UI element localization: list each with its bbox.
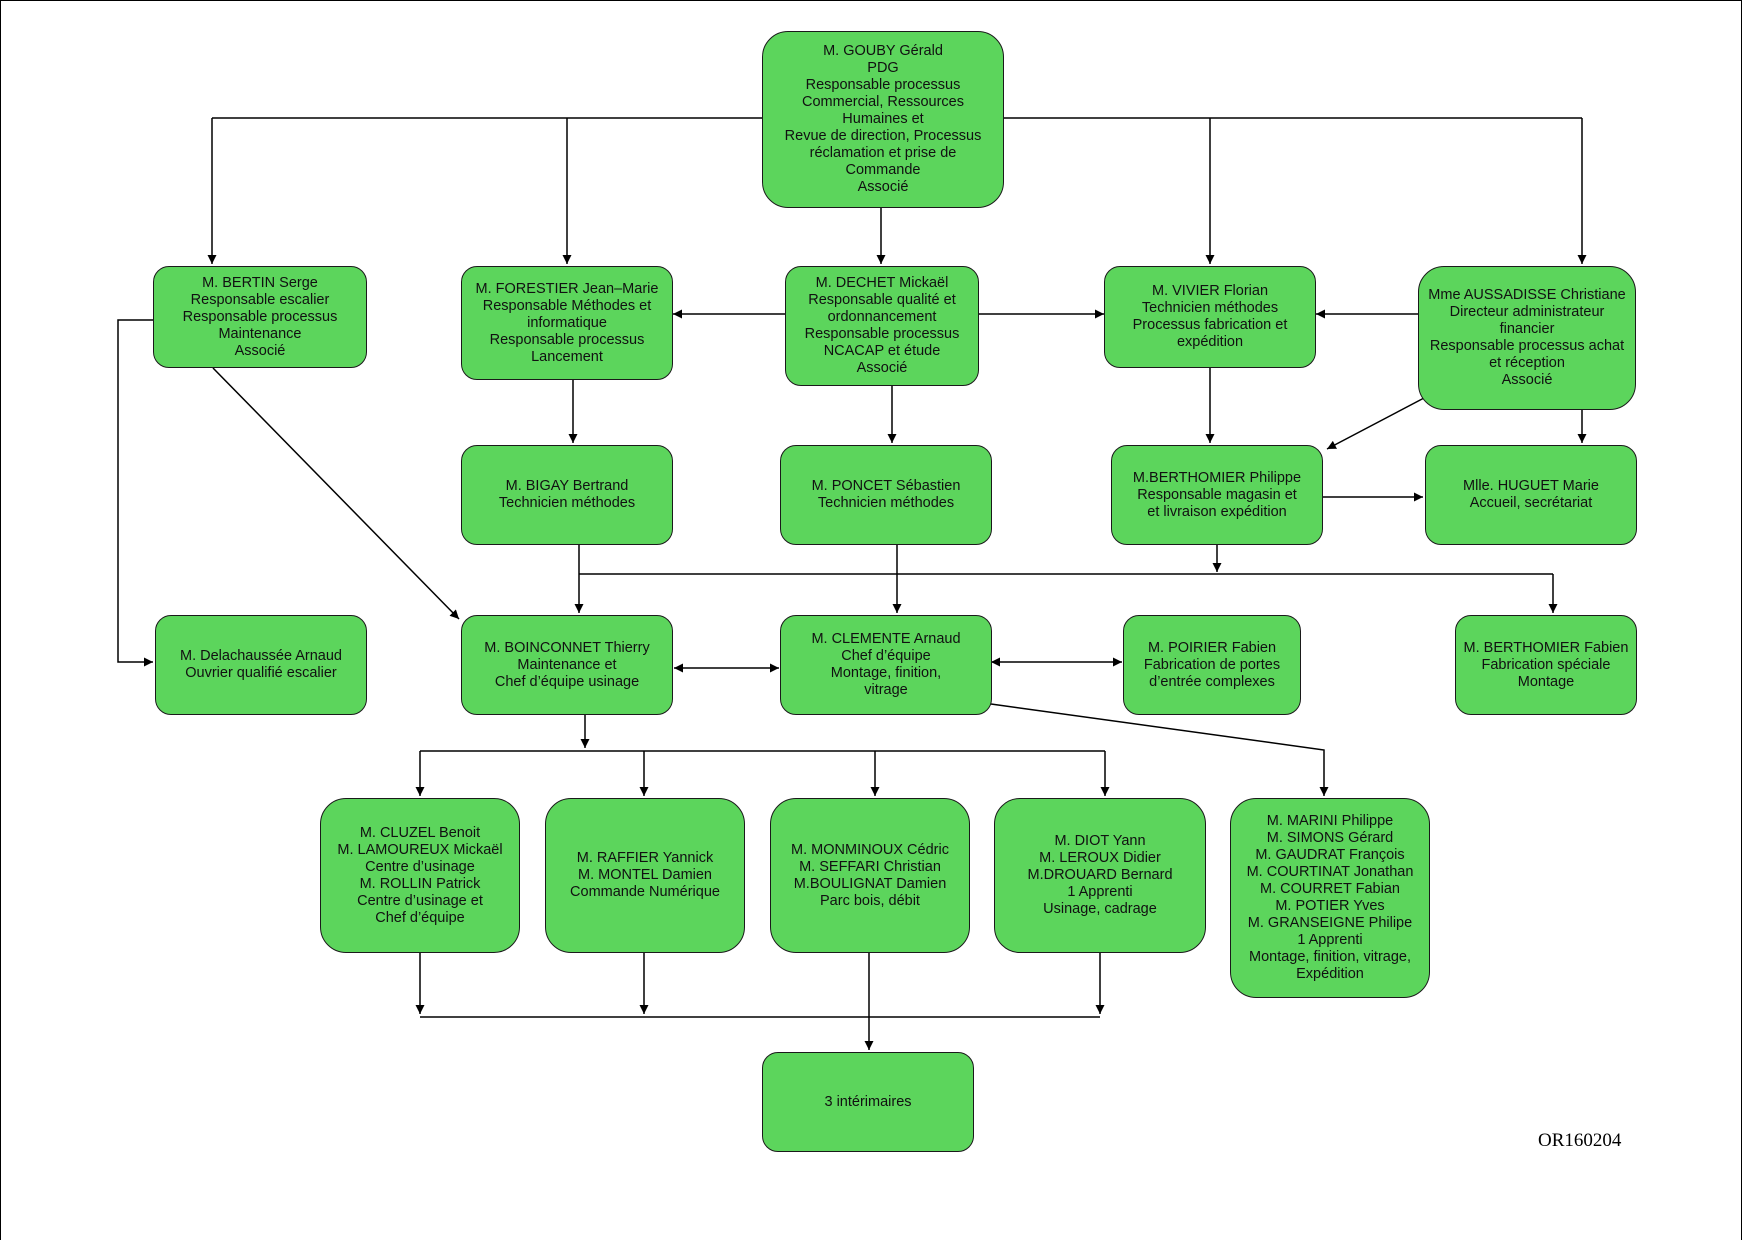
node-bertin: M. BERTIN Serge Responsable escalier Res… [153,266,367,368]
node-delachaussee: M. Delachaussée Arnaud Ouvrier qualifié … [155,615,367,715]
node-marini: M. MARINI Philippe M. SIMONS Gérard M. G… [1230,798,1430,998]
node-gouby: M. GOUBY Gérald PDG Responsable processu… [762,31,1004,208]
node-interimaires: 3 intérimaires [762,1052,974,1152]
node-dechet: M. DECHET Mickaël Responsable qualité et… [785,266,979,386]
node-raffier: M. RAFFIER Yannick M. MONTEL Damien Comm… [545,798,745,953]
node-berthomier-fabien-label: M. BERTHOMIER Fabien Fabrication spécial… [1463,639,1629,690]
node-poncet: M. PONCET Sébastien Technicien méthodes [780,445,992,545]
node-monminoux: M. MONMINOUX Cédric M. SEFFARI Christian… [770,798,970,953]
node-delachaussee-label: M. Delachaussée Arnaud Ouvrier qualifié … [179,648,342,681]
node-monminoux-label: M. MONMINOUX Cédric M. SEFFARI Christian… [791,841,949,909]
connector-aussadisse-berthomier-p [1326,397,1425,450]
node-aussadisse: Mme AUSSADISSE Christiane Directeur admi… [1418,266,1636,410]
node-clemente-label: M. CLEMENTE Arnaud Chef d’équipe Montage… [811,631,961,698]
node-huguet-label: Mlle. HUGUET Marie Accueil, secrétariat [1463,478,1599,511]
node-interimaires-label: 3 intérimaires [824,1093,912,1110]
node-vivier: M. VIVIER Florian Technicien méthodes Pr… [1104,266,1316,368]
node-diot-label: M. DIOT Yann M. LEROUX Didier M.DROUARD … [1027,833,1173,917]
node-aussadisse-label: Mme AUSSADISSE Christiane Directeur admi… [1428,287,1626,388]
document-reference: OR160204 [1538,1130,1622,1151]
node-berthomier-philippe: M.BERTHOMIER Philippe Responsable magasi… [1111,445,1323,545]
node-poirier-label: M. POIRIER Fabien Fabrication de portes … [1143,639,1281,690]
node-berthomier-fabien: M. BERTHOMIER Fabien Fabrication spécial… [1455,615,1637,715]
node-bigay: M. BIGAY Bertrand Technicien méthodes [461,445,673,545]
node-vivier-label: M. VIVIER Florian Technicien méthodes Pr… [1132,283,1288,350]
node-raffier-label: M. RAFFIER Yannick M. MONTEL Damien Comm… [570,850,720,900]
connector-bertin-delachaussee [117,319,153,667]
node-cluzel: M. CLUZEL Benoit M. LAMOUREUX Mickaël Ce… [320,798,520,953]
node-boinconnet-label: M. BOINCONNET Thierry Maintenance et Che… [484,639,650,690]
node-boinconnet: M. BOINCONNET Thierry Maintenance et Che… [461,615,673,715]
node-clemente: M. CLEMENTE Arnaud Chef d’équipe Montage… [780,615,992,715]
node-cluzel-label: M. CLUZEL Benoit M. LAMOUREUX Mickaël Ce… [337,824,503,926]
connector-clemente-marini [990,703,1329,796]
node-berthomier-philippe-label: M.BERTHOMIER Philippe Responsable magasi… [1132,469,1302,520]
node-gouby-label: M. GOUBY Gérald PDG Responsable processu… [784,43,982,195]
connector-bertin-boinconnet [212,367,460,620]
node-bertin-label: M. BERTIN Serge Responsable escalier Res… [182,274,338,359]
node-marini-label: M. MARINI Philippe M. SIMONS Gérard M. G… [1246,813,1414,982]
node-forestier: M. FORESTIER Jean–Marie Responsable Méth… [461,266,673,380]
node-huguet: Mlle. HUGUET Marie Accueil, secrétariat [1425,445,1637,545]
node-dechet-label: M. DECHET Mickaël Responsable qualité et… [804,275,960,376]
node-bigay-label: M. BIGAY Bertrand Technicien méthodes [498,478,636,511]
node-forestier-label: M. FORESTIER Jean–Marie Responsable Méth… [475,280,659,365]
node-diot: M. DIOT Yann M. LEROUX Didier M.DROUARD … [994,798,1206,953]
node-poncet-label: M. PONCET Sébastien Technicien méthodes [811,478,961,511]
node-poirier: M. POIRIER Fabien Fabrication de portes … [1123,615,1301,715]
